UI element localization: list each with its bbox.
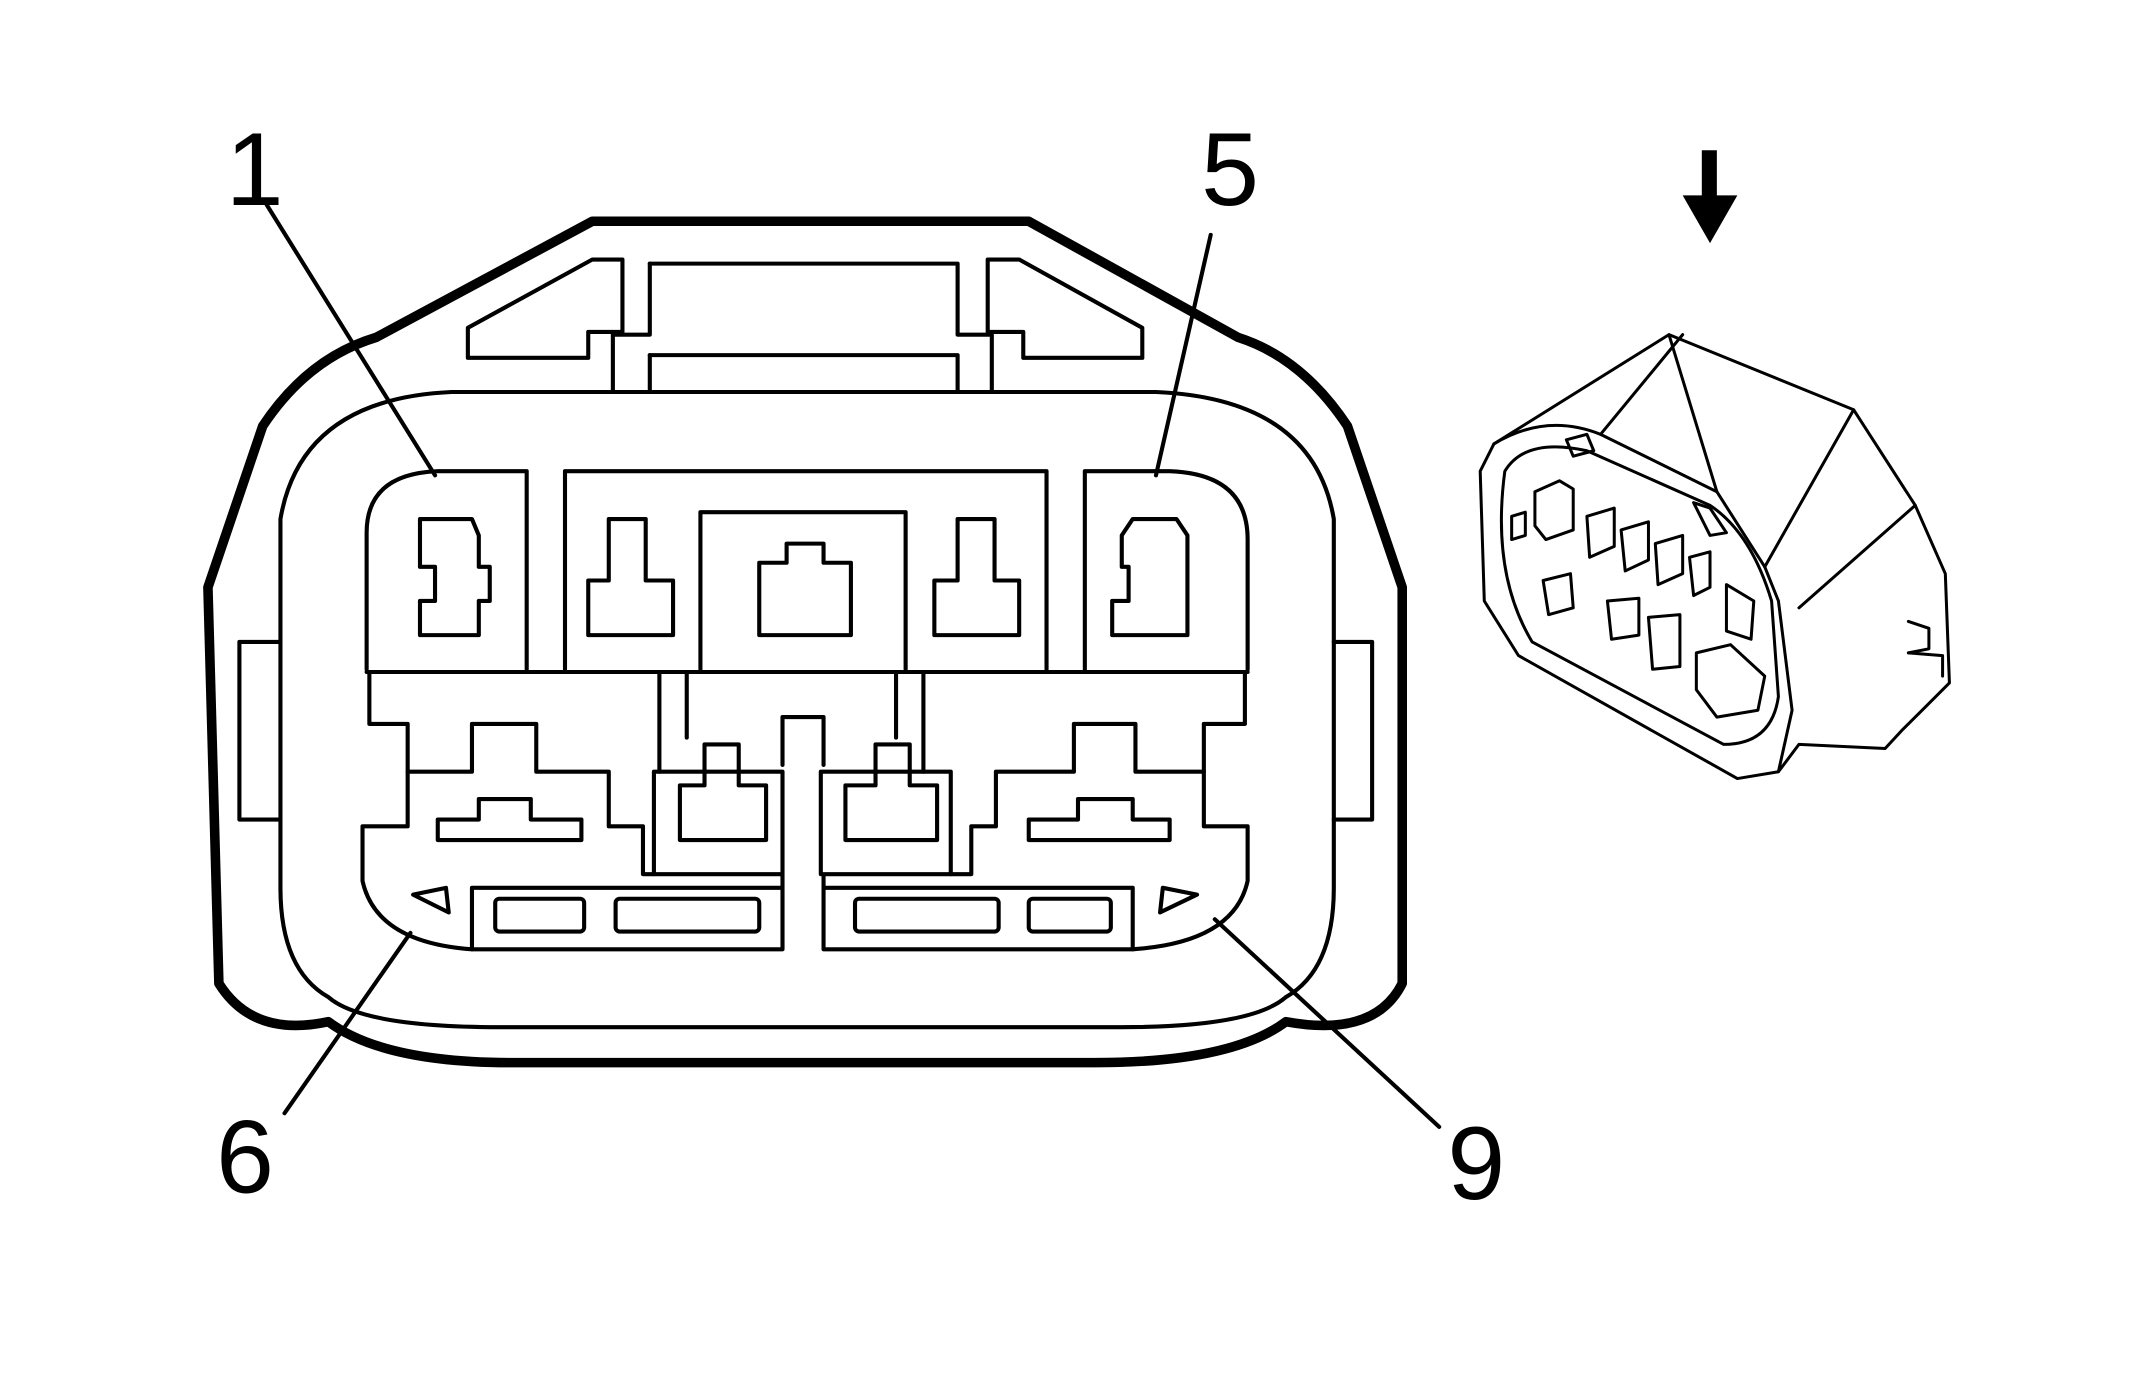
leader-pin-9 — [1212, 917, 1442, 1129]
connector-perspective-view — [1478, 333, 1951, 781]
cavity-5 — [1110, 516, 1190, 638]
housing-outer — [203, 216, 1408, 1068]
leader-pin-6 — [282, 930, 413, 1116]
cavity-7 — [677, 742, 769, 843]
bottom-row-block — [360, 721, 785, 952]
cavity-2 — [586, 516, 676, 638]
perspective-cavities — [1510, 432, 1767, 719]
leader-pin-1 — [264, 202, 438, 478]
bottom-slots — [411, 885, 1200, 934]
cavity-4 — [932, 516, 1022, 638]
cavity-8 — [843, 742, 940, 843]
middle-bridges — [367, 669, 1247, 774]
side-notch-left — [237, 639, 283, 822]
label-pin-6: 6 — [216, 1099, 274, 1215]
leader-lines — [264, 202, 1442, 1129]
cavity-3 — [757, 541, 853, 638]
housing-inner — [278, 389, 1336, 1030]
perspective-outline — [1478, 333, 1951, 781]
leader-pin-5 — [1153, 232, 1213, 478]
top-latch — [465, 257, 1145, 395]
label-pin-5: 5 — [1201, 112, 1259, 228]
cavity-1 — [417, 516, 492, 638]
top-row-block — [364, 469, 529, 672]
arrow-down-icon — [1682, 150, 1738, 244]
cavity-9 — [1026, 796, 1172, 843]
side-notch-right — [1331, 639, 1375, 822]
cavity-6 — [435, 796, 584, 843]
label-pin-1: 1 — [226, 112, 284, 228]
connector-front-view — [203, 202, 1442, 1129]
label-pin-9: 9 — [1447, 1106, 1505, 1222]
